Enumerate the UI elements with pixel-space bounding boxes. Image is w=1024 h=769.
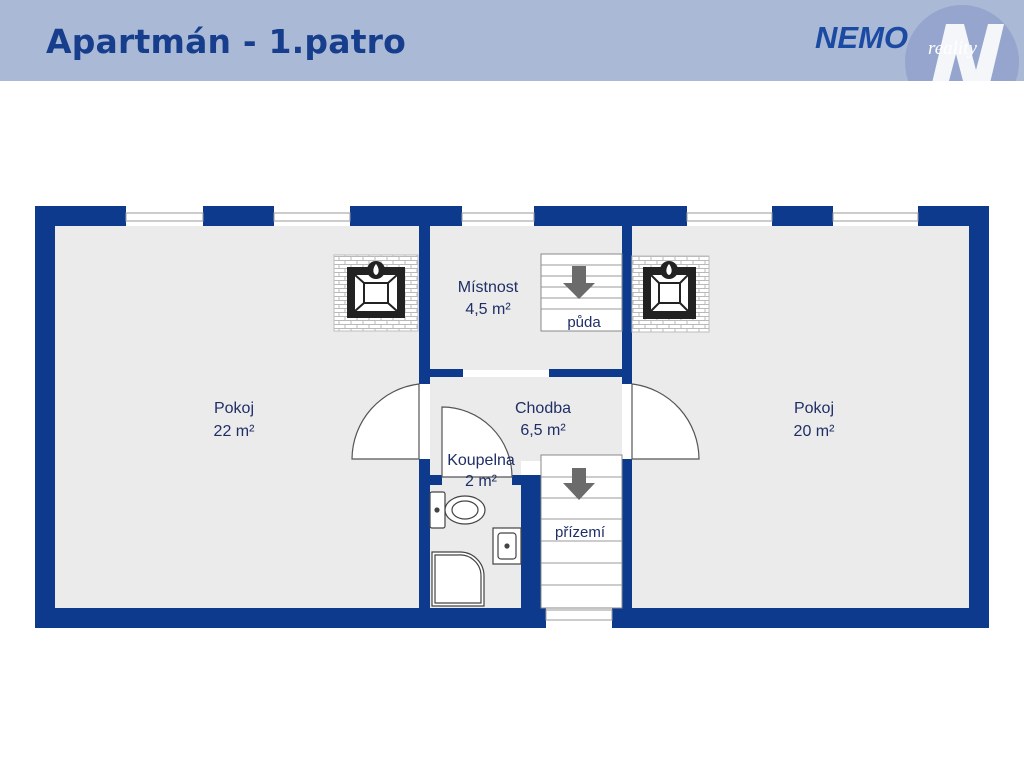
room-area-koupelna: 2 m² [465,473,498,490]
room-area-pokoj-22: 22 m² [214,423,256,440]
fire-icon [666,264,672,275]
doors [351,383,700,478]
chimney-left [333,254,419,332]
sink [492,527,522,565]
door-right-room [631,383,700,460]
shower [431,551,485,607]
room-name-chodba: Chodba [515,400,571,417]
arrow-down-icon [563,266,595,299]
room-area-mistnost: 4,5 m² [465,301,511,318]
brand-name: NEMO [815,20,908,55]
stairs-ground [540,454,623,609]
page-title: Apartmán - 1.patro [46,22,407,61]
fire-icon [373,264,379,275]
brand-subtitle: reality [928,38,977,59]
stairs-label-prizemi: přízemí [555,524,606,541]
header-bar: Apartmán - 1.patro NEMO reality [0,0,1024,81]
stairs-attic [540,253,623,332]
toilet [429,491,486,529]
arrow-down-icon [563,468,595,500]
room-name-mistnost: Místnost [458,279,519,296]
room-name-koupelna: Koupelna [447,452,515,469]
room-name-pokoj-22: Pokoj [214,400,254,417]
room-name-pokoj-20: Pokoj [794,400,834,417]
room-area-chodba: 6,5 m² [520,422,566,439]
door-bathroom [441,406,513,478]
chimney-right [631,255,710,333]
walls [35,206,989,628]
windows [125,212,919,621]
door-left-room [351,383,420,460]
nemo-logo-icon [905,5,1019,81]
stairs-label-puda: půda [567,314,601,331]
room-area-pokoj-20: 20 m² [794,423,836,440]
